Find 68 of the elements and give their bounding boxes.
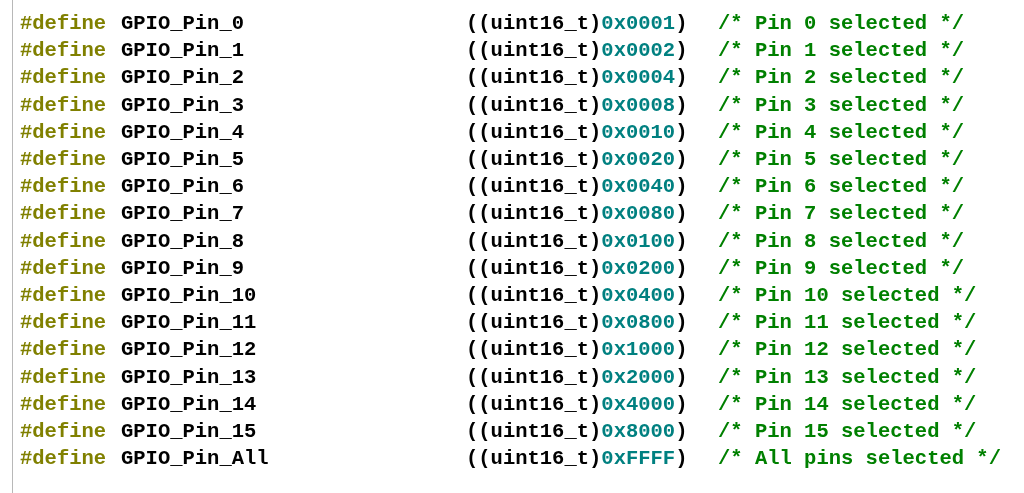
- macro-name: GPIO_Pin_7: [121, 201, 245, 228]
- code-comment: /* Pin 15 selected */: [718, 419, 977, 445]
- preprocessor-keyword: #define: [20, 147, 107, 173]
- code-comment: /* Pin 12 selected */: [718, 337, 977, 364]
- code-comment: /* All pins selected */: [718, 446, 1001, 473]
- code-comment: /* Pin 0 selected */: [718, 11, 965, 37]
- preprocessor-keyword: #define: [20, 92, 107, 119]
- code-comment: /* Pin 14 selected */: [718, 391, 977, 418]
- macro-value: ((uint16_t)0x0080): [466, 201, 688, 228]
- macro-name: GPIO_Pin_14: [121, 391, 257, 418]
- macro-name: GPIO_Pin_11: [121, 310, 257, 337]
- macro-value: ((uint16_t)0x0200): [466, 255, 688, 282]
- macro-value: ((uint16_t)0x0020): [466, 147, 688, 173]
- macro-value: ((uint16_t)0x0040): [466, 174, 688, 201]
- preprocessor-keyword: #define: [20, 364, 107, 391]
- preprocessor-keyword: #define: [20, 419, 107, 445]
- preprocessor-keyword: #define: [20, 310, 107, 337]
- code-comment: /* Pin 10 selected */: [718, 283, 977, 309]
- code-comment: /* Pin 1 selected */: [718, 38, 965, 65]
- preprocessor-keyword: #define: [20, 174, 107, 201]
- preprocessor-keyword: #define: [20, 119, 107, 146]
- macro-value: ((uint16_t)0x0004): [466, 65, 688, 92]
- code-comment: /* Pin 11 selected */: [718, 310, 977, 337]
- preprocessor-keyword: #define: [20, 255, 107, 282]
- macro-value: ((uint16_t)0x1000): [466, 337, 688, 364]
- macro-name: GPIO_Pin_9: [121, 255, 245, 282]
- preprocessor-keyword: #define: [20, 201, 107, 228]
- macro-name: GPIO_Pin_10: [121, 283, 257, 309]
- preprocessor-keyword: #define: [20, 283, 107, 309]
- macro-value: ((uint16_t)0x0010): [466, 119, 688, 146]
- macro-name: GPIO_Pin_All: [121, 446, 269, 473]
- code-comment: /* Pin 9 selected */: [718, 255, 965, 282]
- code-comment: /* Pin 8 selected */: [718, 228, 965, 255]
- macro-value: ((uint16_t)0x0100): [466, 228, 688, 255]
- preprocessor-keyword: #define: [20, 228, 107, 255]
- macro-value: ((uint16_t)0x0800): [466, 310, 688, 337]
- macro-name: GPIO_Pin_15: [121, 419, 257, 445]
- macro-value: ((uint16_t)0x4000): [466, 391, 688, 418]
- preprocessor-keyword: #define: [20, 38, 107, 65]
- macro-name: GPIO_Pin_12: [121, 337, 257, 364]
- macro-name: GPIO_Pin_1: [121, 38, 245, 65]
- code-comment: /* Pin 2 selected */: [718, 65, 965, 92]
- preprocessor-keyword: #define: [20, 446, 107, 473]
- macro-value: ((uint16_t)0x0400): [466, 283, 688, 309]
- macro-name: GPIO_Pin_2: [121, 65, 245, 92]
- preprocessor-keyword: #define: [20, 337, 107, 364]
- macro-name: GPIO_Pin_3: [121, 92, 245, 119]
- macro-value: ((uint16_t)0x0001): [466, 11, 688, 37]
- macro-value: ((uint16_t)0x2000): [466, 364, 688, 391]
- preprocessor-keyword: #define: [20, 391, 107, 418]
- macro-value: ((uint16_t)0x0002): [466, 38, 688, 65]
- macro-value: ((uint16_t)0xFFFF): [466, 446, 688, 473]
- macro-name: GPIO_Pin_13: [121, 364, 257, 391]
- preprocessor-keyword: #define: [20, 11, 107, 37]
- code-comment: /* Pin 13 selected */: [718, 364, 977, 391]
- code-comment: /* Pin 6 selected */: [718, 174, 965, 201]
- macro-name: GPIO_Pin_6: [121, 174, 245, 201]
- macro-name: GPIO_Pin_8: [121, 228, 245, 255]
- macro-value: ((uint16_t)0x0008): [466, 92, 688, 119]
- code-comment: /* Pin 7 selected */: [718, 201, 965, 228]
- preprocessor-keyword: #define: [20, 65, 107, 92]
- code-comment: /* Pin 4 selected */: [718, 119, 965, 146]
- macro-name: GPIO_Pin_5: [121, 147, 245, 173]
- macro-name: GPIO_Pin_0: [121, 11, 245, 37]
- macro-name: GPIO_Pin_4: [121, 119, 245, 146]
- code-comment: /* Pin 3 selected */: [718, 92, 965, 119]
- code-comment: /* Pin 5 selected */: [718, 147, 965, 173]
- macro-value: ((uint16_t)0x8000): [466, 419, 688, 445]
